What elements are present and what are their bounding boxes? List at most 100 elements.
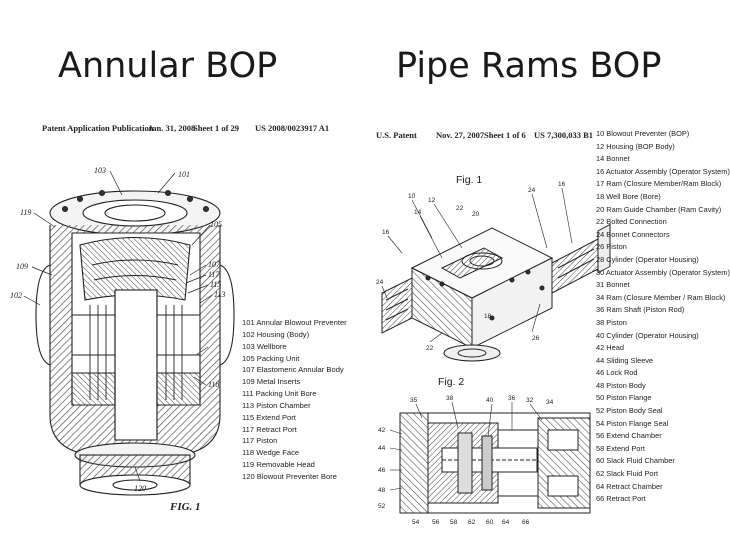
legend-item: 50 Piston Flange — [596, 393, 652, 403]
fig2-callout: 38 — [446, 395, 454, 402]
legend-item: 46 Lock Rod — [596, 368, 638, 378]
callout-120: 120 — [134, 484, 146, 493]
legend-item: 119 Removable Head — [242, 460, 315, 470]
fig1-callout: 20 — [472, 211, 480, 218]
callout-102: 102 — [10, 291, 22, 300]
annular-bop-patent-figure: Patent Application Publication Jan. 31, … — [10, 115, 362, 525]
fig1-callout: 24 — [376, 279, 384, 286]
fig2-callout: 32 — [526, 397, 534, 404]
fig2-label: Fig. 2 — [438, 376, 465, 388]
left-slide-title: Annular BOP — [58, 46, 278, 86]
fig2-callout: 46 — [378, 467, 386, 474]
legend-item: 101 Annular Blowout Preventer — [242, 318, 347, 327]
callout-113: 113 — [214, 290, 225, 299]
patent-sheet: Sheet 1 of 6 — [484, 130, 526, 140]
callout-109: 109 — [16, 262, 28, 271]
legend-item: 26 Piston — [596, 242, 627, 252]
fig2-callout: 64 — [502, 519, 510, 526]
callout-118: 118 — [208, 380, 219, 389]
patent-publication-label: Patent Application Publication — [42, 123, 154, 133]
legend-item: 117 Retract Port — [242, 424, 297, 434]
patent-sheet: Sheet 1 of 29 — [193, 123, 240, 133]
legend-item: 17 Ram (Closure Member/Ram Block) — [596, 179, 722, 189]
legend-item: 38 Piston — [596, 317, 627, 327]
legend-item: 103 Wellbore — [242, 341, 287, 351]
callout-117: 117 — [208, 270, 220, 279]
legend-item: 31 Bonnet — [596, 280, 630, 290]
fig2-callout: 48 — [378, 487, 386, 494]
callout-107: 107 — [208, 260, 221, 269]
legend-item: 111 Packing Unit Bore — [242, 389, 317, 399]
pipe-rams-legend: 10 Blowout Preventer (BOP) 12 Housing (B… — [596, 128, 730, 506]
legend-item: 34 Ram (Closure Member / Ram Block) — [596, 292, 726, 302]
right-slide-title: Pipe Rams BOP — [396, 46, 662, 86]
legend-item: 22 Bolted Connection — [596, 217, 667, 227]
fig2-callout: 36 — [508, 395, 516, 402]
figure-caption: FIG. 1 — [170, 501, 201, 513]
fig1-callout: 22 — [426, 345, 434, 352]
patent-date: Nov. 27, 2007 — [436, 130, 485, 140]
legend-item: 113 Piston Chamber — [242, 400, 311, 410]
fig2-callout: 54 — [412, 519, 420, 526]
fig2-callout: 35 — [410, 397, 418, 404]
legend-item: 64 Retract Chamber — [596, 481, 663, 491]
legend-item: 44 Sliding Sleeve — [596, 355, 654, 365]
legend-item: 30 Actuator Assembly (Operator System) — [596, 267, 730, 277]
fig2-callout: 42 — [378, 427, 386, 434]
callout-115: 115 — [210, 280, 221, 289]
legend-item: 62 Slack Fluid Port — [596, 469, 659, 479]
fig1-callout: 14 — [414, 209, 422, 216]
fig1-callout: 18 — [484, 313, 492, 320]
legend-item: 58 Extend Port — [596, 443, 645, 453]
legend-item: 115 Extend Port — [242, 412, 296, 422]
fig2-callout: 40 — [486, 397, 494, 404]
legend-item: 12 Housing (BOP Body) — [596, 141, 675, 151]
fig2-callout: 66 — [522, 519, 530, 526]
fig2-callout: 62 — [468, 519, 476, 526]
callout-119: 119 — [20, 208, 31, 217]
legend-item: 18 Well Bore (Bore) — [596, 191, 661, 201]
fig1-callout: 22 — [456, 205, 464, 212]
legend-item: 16 Actuator Assembly (Operator System) — [596, 166, 730, 176]
legend-item: 107 Elastomeric Annular Body — [242, 365, 344, 375]
fig1-callout: 12 — [428, 197, 436, 204]
fig2-callout: 60 — [486, 519, 494, 526]
pipe-rams-bop-patent-figure: U.S. Patent Nov. 27, 2007 Sheet 1 of 6 U… — [372, 118, 730, 532]
fig2-callout: 58 — [450, 519, 458, 526]
callout-105: 105 — [210, 220, 222, 229]
patent-number: US 2008/0023917 A1 — [255, 123, 330, 133]
legend-item: 14 Bonnet — [596, 154, 630, 164]
patent-publication-label: U.S. Patent — [376, 130, 417, 140]
fig2-callout: 44 — [378, 445, 386, 452]
legend-item: 60 Slack Fluid Chamber — [596, 456, 675, 466]
legend-item: 48 Piston Body — [596, 380, 646, 390]
legend-item: 24 Bonnet Connectors — [596, 229, 670, 239]
legend-item: 10 Blowout Preventer (BOP) — [596, 129, 690, 138]
fig2-callout: 56 — [432, 519, 440, 526]
legend-item: 20 Ram Guide Chamber (Ram Cavity) — [596, 204, 722, 214]
patent-number: US 7,300,033 B1 — [534, 130, 594, 140]
legend-item: 52 Piston Body Seal — [596, 406, 663, 416]
legend-item: 56 Extend Chamber — [596, 431, 662, 441]
legend-item: 54 Piston Flange Seal — [596, 418, 669, 428]
fig2-callout: 34 — [546, 399, 554, 406]
fig1-callout: 26 — [532, 335, 540, 342]
fig1-callout: 10 — [408, 193, 416, 200]
legend-item: 118 Wedge Face — [242, 448, 300, 458]
legend-item: 42 Head — [596, 343, 624, 353]
annular-bop-drawing: 103 101 119 105 109 107 117 115 102 113 … — [10, 166, 235, 496]
fig1-callout: 16 — [382, 229, 390, 236]
legend-item: 109 Metal Inserts — [242, 377, 301, 387]
fig2-callout: 52 — [378, 503, 386, 510]
legend-item: 117 Piston — [242, 436, 278, 446]
legend-item: 102 Housing (Body) — [242, 329, 310, 339]
fig1-callout: 24 — [528, 187, 536, 194]
legend-item: 120 Blowout Preventer Bore — [242, 471, 337, 481]
legend-item: 105 Packing Unit — [242, 353, 300, 363]
pipe-rams-bop-drawing: 24 16 10 12 14 22 20 18 26 24 16 22 — [376, 181, 611, 526]
legend-item: 40 Cylinder (Operator Housing) — [596, 330, 699, 340]
legend-item: 36 Ram Shaft (Piston Rod) — [596, 305, 685, 315]
annular-bop-legend: 101 Annular Blowout Preventer 102 Housin… — [242, 317, 347, 483]
callout-103: 103 — [94, 166, 106, 175]
legend-item: 66 Retract Port — [596, 494, 646, 504]
